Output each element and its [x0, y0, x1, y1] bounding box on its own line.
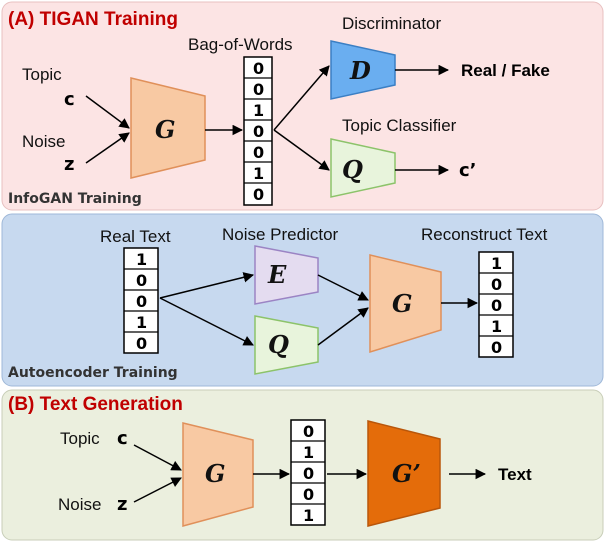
bow-bit: 1 [253, 101, 264, 120]
topic-classifier [330, 138, 396, 198]
discriminator [330, 40, 396, 100]
real-text-bit: 1 [136, 313, 147, 332]
discriminator-label: Discriminator [342, 14, 442, 33]
arrow-bow-to-classifier [273, 129, 330, 171]
generator-ae [369, 254, 442, 354]
generated-bit: 0 [303, 464, 314, 483]
section-a-title: (A) TIGAN Training [8, 9, 178, 30]
noise-var-a: z [64, 154, 74, 175]
discriminator-output: Real / Fake [461, 61, 550, 80]
generator-prime [367, 420, 441, 527]
bow-vector: 0 0 1 0 0 1 0 [243, 56, 273, 206]
bow-bit: 0 [253, 143, 264, 162]
reconstruct-bit: 0 [491, 275, 502, 294]
reconstruct-bit: 1 [491, 317, 502, 336]
real-text-bit: 0 [136, 271, 147, 290]
topic-var-b: c [117, 428, 128, 449]
arrow-real-text-to-encoder [159, 272, 255, 299]
real-text-bit: 0 [136, 334, 147, 353]
discriminator-symbol: D [349, 56, 371, 85]
generator-ae-label: G [392, 289, 413, 318]
classifier-output: c’ [459, 160, 477, 181]
reconstruct-bit: 0 [491, 296, 502, 315]
arrow-noise-to-generator-a [85, 132, 130, 164]
panel-tigan-training [1, 1, 604, 211]
generator-b-label: G [205, 459, 226, 488]
noise-label-a: Noise [22, 132, 65, 151]
reconstruct-bit: 0 [491, 338, 502, 357]
text-output: Text [498, 465, 532, 484]
topic-classifier-ae [254, 315, 319, 375]
bow-bit: 0 [253, 59, 264, 78]
noise-label-b: Noise [58, 495, 101, 514]
generated-bit: 1 [303, 443, 314, 462]
autoencoder-title: Autoencoder Training [8, 365, 178, 381]
arrow-noise-to-generator-b [133, 477, 182, 503]
arrow-bow-to-discriminator [273, 65, 330, 131]
arrow-topic-to-generator-b [133, 444, 182, 471]
encoder-symbol: E [267, 260, 287, 289]
generated-bit: 0 [303, 422, 314, 441]
generator-b [182, 422, 254, 527]
bow-bit: 1 [253, 164, 264, 183]
bow-bit: 0 [253, 80, 264, 99]
generated-bit: 0 [303, 485, 314, 504]
topic-label-a: Topic [22, 65, 62, 84]
generator-prime-label: G’ [392, 459, 421, 488]
topic-label-b: Topic [60, 429, 100, 448]
classifier-label: Topic Classifier [342, 116, 457, 135]
reconstruct-bit: 1 [491, 254, 502, 273]
reconstruct-text-label: Reconstruct Text [421, 225, 548, 244]
real-text-bit: 1 [136, 250, 147, 269]
arrow-real-text-to-classifier [159, 297, 254, 346]
arrow-encoder-to-generator [317, 274, 369, 301]
generated-bit: 1 [303, 506, 314, 525]
real-text-label: Real Text [100, 227, 171, 246]
section-a-subtitle: InfoGAN Training [8, 191, 142, 207]
noise-predictor [254, 245, 319, 305]
arrow-topic-to-generator-a [85, 95, 130, 129]
noise-var-b: z [117, 494, 127, 515]
generator-a [130, 77, 206, 179]
real-text-vector: 1 0 0 1 0 [123, 247, 159, 354]
classifier-symbol: Q [342, 155, 363, 184]
topic-var-a: c [64, 89, 75, 110]
generator-a-label: G [155, 115, 176, 144]
noise-predictor-label: Noise Predictor [222, 225, 339, 244]
real-text-bit: 0 [136, 292, 147, 311]
generated-vector: 0 1 0 0 1 [290, 419, 326, 526]
bow-bit: 0 [253, 185, 264, 204]
classifier-ae-symbol: Q [268, 330, 289, 359]
bow-bit: 0 [253, 122, 264, 141]
bow-label: Bag-of-Words [188, 35, 293, 54]
reconstruct-text-vector: 1 0 0 1 0 [478, 251, 514, 358]
arrow-classifier-to-generator [317, 307, 369, 346]
section-b-title: (B) Text Generation [8, 394, 183, 415]
